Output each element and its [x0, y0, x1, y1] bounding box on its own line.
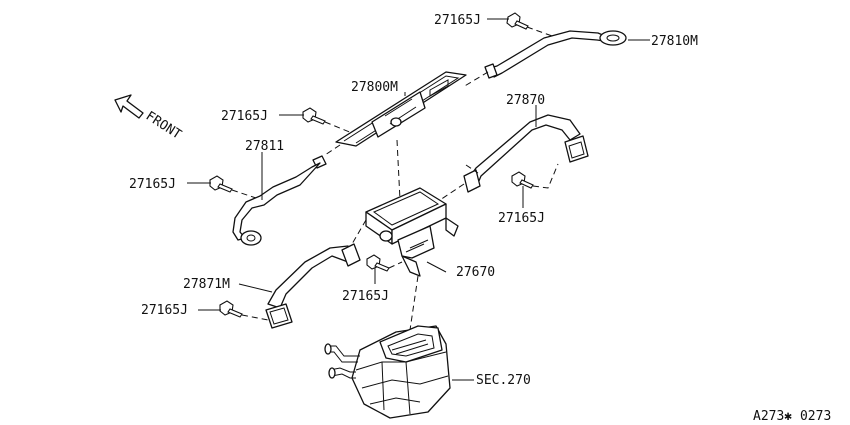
label-27165j-right: 27165J	[498, 211, 545, 226]
label-27811: 27811	[245, 139, 284, 154]
label-27165j-center: 27165J	[342, 289, 389, 304]
label-sec270: SEC.270	[476, 373, 531, 388]
vent-box-27670	[365, 187, 459, 277]
bolt-icon	[506, 12, 529, 30]
label-27165j-mid: 27165J	[221, 109, 268, 124]
label-27165j-bottom: 27165J	[141, 303, 188, 318]
label-27810m: 27810M	[651, 34, 698, 49]
bolt-icon	[302, 107, 326, 125]
label-27870: 27870	[506, 93, 545, 108]
front-arrow-icon	[114, 94, 144, 119]
duct-27871m	[265, 243, 361, 329]
label-27165j-top: 27165J	[434, 13, 481, 28]
duct-27870	[463, 114, 589, 193]
label-27165j-left: 27165J	[129, 177, 176, 192]
label-27871m: 27871M	[183, 277, 230, 292]
label-27670: 27670	[456, 265, 495, 280]
heater-unit-sec270	[324, 325, 451, 419]
diagram-code: A273✱ 0273	[753, 409, 831, 424]
bolt-icon	[219, 300, 243, 318]
label-27800m: 27800M	[351, 80, 398, 95]
duct-27811	[232, 155, 327, 246]
front-label: FRONT	[143, 109, 184, 143]
vent-27800m	[335, 71, 467, 147]
bolt-icon	[366, 254, 390, 272]
bolt-icon	[209, 175, 233, 193]
duct-27810m	[484, 30, 627, 79]
bolt-icon	[511, 171, 534, 189]
